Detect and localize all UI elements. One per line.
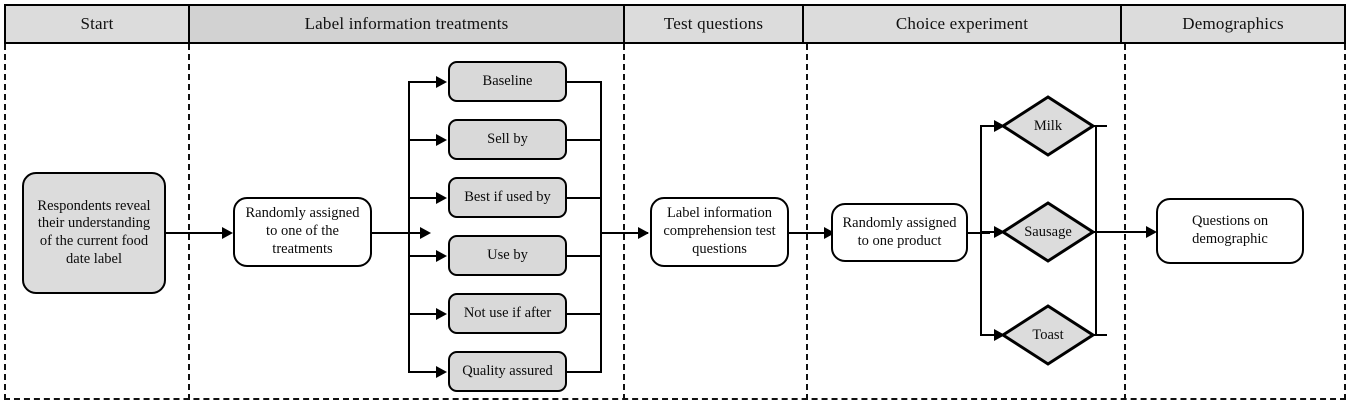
node-treatment-quality-assured-label: Quality assured <box>462 362 553 379</box>
node-questions-on-demographic: Questions on demographic <box>1156 198 1304 264</box>
connector-bus-to-treatment-2 <box>408 139 444 141</box>
product-split-bus <box>980 125 982 335</box>
connector-bus-to-product-2 <box>980 231 1002 233</box>
header-label-demographics: Demographics <box>1182 14 1284 33</box>
node-start-respondents: Respondents reveal their understanding o… <box>22 172 166 294</box>
header-label-choice-experiment: Choice experiment <box>895 14 1029 33</box>
column-divider-start-treatments <box>188 44 190 400</box>
node-treatment-best-if-used-by: Best if used by <box>448 177 567 218</box>
node-treatment-use-by: Use by <box>448 235 567 276</box>
node-treatment-use-by-label: Use by <box>487 246 528 263</box>
node-product-toast: Toast <box>1000 303 1096 367</box>
connector-start-to-randomize <box>166 232 224 234</box>
arrowhead-treatment-6 <box>436 366 447 378</box>
column-divider-test-choice <box>806 44 808 400</box>
connector-product-3-to-merge <box>1093 334 1107 336</box>
node-randomly-assigned-product-label: Randomly assigned to one product <box>842 214 957 249</box>
connector-merge-to-test-questions <box>600 232 648 234</box>
node-treatment-not-use-if-after-label: Not use if after <box>463 304 552 321</box>
connector-bus-to-product-1 <box>980 125 1002 127</box>
header-cell-demographics: Demographics <box>1122 6 1344 42</box>
column-divider-treatments-test <box>623 44 625 400</box>
connector-bus-to-treatment-4 <box>408 255 444 257</box>
diagram-body-frame <box>4 44 1346 400</box>
header-cell-choice-experiment: Choice experiment <box>804 6 1122 42</box>
connector-bus-to-treatment-5 <box>408 313 444 315</box>
connector-product-1-to-merge <box>1093 125 1107 127</box>
arrowhead-into-treatment-bus <box>420 227 431 239</box>
arrowhead-to-test-questions <box>638 227 649 239</box>
arrowhead-to-demographics <box>1146 226 1157 238</box>
connector-bus-to-treatment-3 <box>408 197 444 199</box>
column-divider-choice-demographics <box>1124 44 1126 400</box>
node-test-questions: Label information comprehension test que… <box>650 197 789 267</box>
arrowhead-product-sausage <box>994 226 1005 238</box>
arrowhead-to-randomize-treatment <box>222 227 233 239</box>
node-test-questions-label: Label information comprehension test que… <box>663 205 776 257</box>
node-treatment-best-if-used-by-label: Best if used by <box>464 188 551 205</box>
arrowhead-to-randomize-product <box>824 227 835 239</box>
header-cell-start: Start <box>6 6 190 42</box>
node-treatment-baseline-label: Baseline <box>482 72 533 89</box>
header-label-start: Start <box>80 14 114 33</box>
connector-treatment-6-to-merge <box>567 371 602 373</box>
node-treatment-baseline: Baseline <box>448 61 567 102</box>
arrowhead-treatment-5 <box>436 308 447 320</box>
node-questions-on-demographic-label: Questions on demographic <box>1191 213 1269 247</box>
arrowhead-treatment-1 <box>436 76 447 88</box>
connector-treatment-4-to-merge <box>567 255 602 257</box>
header-cell-label-information-treatments: Label information treatments <box>190 6 625 42</box>
connector-merge-to-demographics <box>1095 231 1154 233</box>
node-treatment-not-use-if-after: Not use if after <box>448 293 567 334</box>
connector-randomize-to-split-bus <box>372 232 424 234</box>
header-label-label-information-treatments: Label information treatments <box>304 14 509 33</box>
arrowhead-treatment-2 <box>436 134 447 146</box>
connector-treatment-1-to-merge <box>567 81 602 83</box>
treatment-merge-bus <box>600 81 602 373</box>
node-treatment-sell-by: Sell by <box>448 119 567 160</box>
node-randomly-assigned-treatment-label: Randomly assigned to one of the treatmen… <box>245 205 360 257</box>
arrowhead-treatment-3 <box>436 192 447 204</box>
arrowhead-treatment-4 <box>436 250 447 262</box>
arrowhead-product-milk <box>994 120 1005 132</box>
connector-treatment-3-to-merge <box>567 197 602 199</box>
treatment-split-bus <box>408 82 410 372</box>
header-label-test-questions: Test questions <box>663 14 764 33</box>
connector-test-to-randomize-product <box>789 232 833 234</box>
node-randomly-assigned-treatment: Randomly assigned to one of the treatmen… <box>233 197 372 267</box>
connector-bus-to-product-3 <box>980 334 1002 336</box>
connector-bus-to-treatment-6 <box>408 371 444 373</box>
node-start-label: Respondents reveal their understanding o… <box>37 197 151 267</box>
node-product-sausage: Sausage <box>1000 200 1096 264</box>
arrowhead-product-toast <box>994 329 1005 341</box>
connector-randomize-product-to-split-bus <box>968 232 990 234</box>
node-product-milk: Milk <box>1000 94 1096 158</box>
node-treatment-quality-assured: Quality assured <box>448 351 567 392</box>
node-randomly-assigned-product: Randomly assigned to one product <box>831 203 968 262</box>
product-merge-bus <box>1095 125 1097 336</box>
stage-header-row: Start Label information treatments Test … <box>4 4 1346 44</box>
connector-treatment-2-to-merge <box>567 139 602 141</box>
connector-bus-to-treatment-1 <box>408 81 444 83</box>
header-cell-test-questions: Test questions <box>625 6 804 42</box>
node-treatment-sell-by-label: Sell by <box>487 130 528 147</box>
connector-treatment-5-to-merge <box>567 313 602 315</box>
